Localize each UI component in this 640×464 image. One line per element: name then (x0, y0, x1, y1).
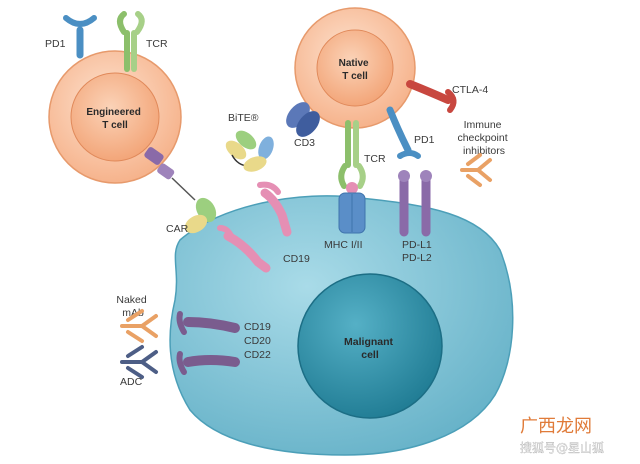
bite-label: BiTE® (228, 112, 259, 124)
pd1-receptor-engineered (63, 15, 97, 59)
tcr-receptor-engineered (117, 11, 145, 72)
tcr-label-native: TCR (364, 153, 386, 165)
naked-mab-label: Naked mAb (116, 294, 149, 319)
engineered-tcell-label: Engineered T cell (86, 107, 143, 131)
target-antigens-label: CD19 CD20 CD22 (244, 321, 274, 361)
native-tcell-label: Native T cell (339, 58, 372, 82)
mhc-label: MHC I/II (324, 239, 363, 251)
pd1-label-top: PD1 (45, 38, 66, 50)
cd3-label: CD3 (294, 137, 315, 149)
adc-antibody (120, 345, 158, 379)
adc-label: ADC (120, 376, 143, 388)
mhc-molecule (338, 182, 366, 234)
cd19-antigen-bite (257, 181, 292, 237)
checkpoint-label: Immune checkpoint inhibitors (457, 119, 510, 157)
ctla4-receptor (406, 80, 457, 113)
malignant-cell-nucleus (297, 273, 443, 419)
ctla4-label: CTLA-4 (452, 84, 488, 96)
pdl-label: PD-L1 PD-L2 (402, 239, 435, 264)
native-tcell-nucleus (316, 29, 394, 107)
cd19-antigen-car (217, 225, 271, 273)
pd1-receptor-native (386, 106, 421, 159)
watermark-brand: 广西龙网 (520, 416, 592, 437)
naked-mab-antibody (120, 309, 158, 343)
cd3-complex (286, 102, 320, 137)
target-antigens (176, 311, 240, 375)
watermark-sub: 搜狐号@星山狐 (520, 440, 604, 455)
bite-molecule (225, 130, 274, 172)
pd1-label-native: PD1 (414, 134, 435, 146)
engineered-tcell-nucleus (70, 72, 160, 162)
car-label: CAR (166, 223, 189, 235)
car-receptor (144, 147, 217, 234)
tcr-receptor-native (338, 120, 366, 189)
tcr-label-top: TCR (146, 38, 168, 50)
cd19-label-mid: CD19 (283, 253, 310, 265)
pdl-ligands (398, 170, 432, 237)
malignant-cell-label: Malignant cell (344, 336, 396, 361)
checkpoint-antibody (460, 153, 492, 187)
